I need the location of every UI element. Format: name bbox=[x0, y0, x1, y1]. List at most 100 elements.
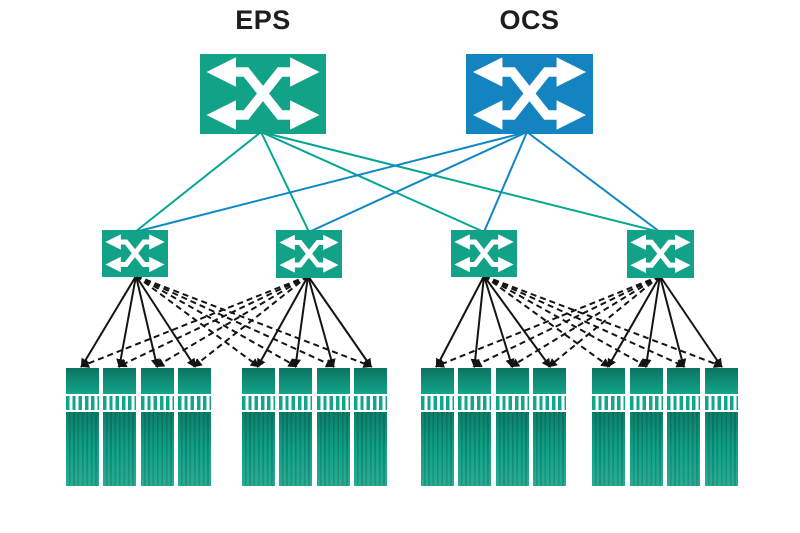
link-agg1-rack1 bbox=[80, 275, 137, 368]
rack-body bbox=[533, 412, 566, 486]
rack-port-stripes bbox=[140, 396, 174, 410]
aggregation-switch-4 bbox=[627, 230, 694, 278]
rack-port-stripes bbox=[316, 396, 350, 410]
link-agg2-rack6 bbox=[291, 275, 309, 369]
rack-port-stripes bbox=[495, 396, 529, 410]
link-eps-agg2 bbox=[260, 131, 310, 233]
server-rack bbox=[241, 368, 275, 486]
rack-chassis-top bbox=[241, 368, 275, 394]
rack-chassis-top bbox=[354, 368, 387, 394]
link-ocs-agg2 bbox=[308, 131, 528, 233]
rack-chassis-top bbox=[667, 368, 700, 394]
eps-label: EPS bbox=[235, 5, 291, 35]
server-rack bbox=[316, 368, 350, 486]
aggregation-switch-2 bbox=[276, 230, 342, 278]
link-agg3-rack15 bbox=[483, 275, 686, 368]
rack-body bbox=[420, 412, 454, 486]
switch-crossed-arrows-icon bbox=[466, 54, 593, 134]
rack-body bbox=[241, 412, 275, 486]
link-agg3-rack13 bbox=[483, 275, 611, 368]
link-agg1-rack8 bbox=[135, 275, 373, 368]
link-agg2-rack8 bbox=[307, 275, 372, 368]
rack-body bbox=[667, 412, 700, 486]
rack-port-stripes bbox=[667, 396, 700, 410]
link-ocs-agg1 bbox=[134, 131, 528, 233]
link-agg2-rack1 bbox=[79, 275, 309, 368]
server-rack bbox=[495, 368, 529, 486]
link-agg3-rack10 bbox=[470, 275, 485, 369]
rack-chassis-top bbox=[316, 368, 350, 394]
rack-chassis-top bbox=[533, 368, 566, 394]
link-eps-agg4 bbox=[260, 131, 661, 233]
link-agg4-rack9 bbox=[434, 275, 661, 368]
rack-chassis-top bbox=[140, 368, 174, 394]
rack-body bbox=[279, 412, 312, 486]
link-agg4-rack12 bbox=[547, 275, 661, 368]
rack-port-stripes bbox=[178, 396, 211, 410]
link-agg1-rack5 bbox=[135, 275, 260, 368]
rack-chassis-top bbox=[458, 368, 491, 394]
server-rack bbox=[279, 368, 312, 486]
link-agg2-rack7 bbox=[307, 275, 336, 369]
rack-port-stripes bbox=[629, 396, 663, 410]
link-agg3-rack16 bbox=[483, 275, 724, 368]
ocs-label: OCS bbox=[499, 5, 560, 35]
aggregation-switch-3 bbox=[451, 230, 517, 277]
switch-crossed-arrows-icon bbox=[276, 230, 342, 278]
rack-body bbox=[354, 412, 387, 486]
rack-port-stripes bbox=[354, 396, 387, 410]
rack-body bbox=[140, 412, 174, 486]
link-agg2-rack3 bbox=[155, 275, 309, 368]
rack-body bbox=[65, 412, 99, 486]
switch-crossed-arrows-icon bbox=[200, 54, 326, 134]
eps-core-switch bbox=[200, 54, 326, 134]
server-rack bbox=[592, 368, 625, 486]
server-rack bbox=[704, 368, 738, 486]
link-ocs-agg4 bbox=[526, 131, 661, 233]
rack-port-stripes bbox=[592, 396, 625, 410]
rack-body bbox=[495, 412, 529, 486]
rack-chassis-top bbox=[704, 368, 738, 394]
rack-chassis-top bbox=[495, 368, 529, 394]
rack-port-stripes bbox=[458, 396, 491, 410]
link-agg4-rack13 bbox=[607, 275, 661, 368]
rack-port-stripes bbox=[241, 396, 275, 410]
link-agg3-rack11 bbox=[483, 275, 515, 369]
switch-crossed-arrows-icon bbox=[627, 230, 694, 278]
rack-port-stripes bbox=[65, 396, 99, 410]
rack-chassis-top bbox=[103, 368, 136, 394]
server-rack bbox=[178, 368, 211, 486]
rack-port-stripes bbox=[103, 396, 136, 410]
server-rack bbox=[629, 368, 663, 486]
server-rack bbox=[667, 368, 700, 486]
rack-body bbox=[592, 412, 625, 486]
link-agg2-rack2 bbox=[117, 275, 309, 368]
link-agg3-rack9 bbox=[435, 275, 485, 369]
switch-crossed-arrows-icon bbox=[451, 230, 517, 277]
rack-body bbox=[178, 412, 211, 486]
link-agg2-rack5 bbox=[256, 275, 309, 369]
server-rack bbox=[420, 368, 454, 486]
link-agg4-rack10 bbox=[472, 275, 661, 368]
switch-crossed-arrows-icon bbox=[102, 230, 168, 277]
rack-port-stripes bbox=[704, 396, 738, 410]
link-agg4-rack14 bbox=[642, 275, 661, 369]
rack-body bbox=[103, 412, 136, 486]
rack-port-stripes bbox=[533, 396, 566, 410]
link-agg4-rack16 bbox=[659, 275, 723, 368]
rack-chassis-top bbox=[592, 368, 625, 394]
rack-chassis-top bbox=[65, 368, 99, 394]
rack-port-stripes bbox=[279, 396, 312, 410]
rack-body bbox=[458, 412, 491, 486]
rack-body bbox=[316, 412, 350, 486]
server-rack bbox=[533, 368, 566, 486]
server-rack bbox=[140, 368, 174, 486]
ocs-core-switch bbox=[466, 54, 593, 134]
link-eps-agg1 bbox=[134, 131, 262, 233]
server-rack bbox=[65, 368, 99, 486]
rack-chassis-top bbox=[629, 368, 663, 394]
server-rack bbox=[103, 368, 136, 486]
link-agg4-rack11 bbox=[510, 275, 661, 368]
link-agg2-rack4 bbox=[192, 275, 309, 368]
